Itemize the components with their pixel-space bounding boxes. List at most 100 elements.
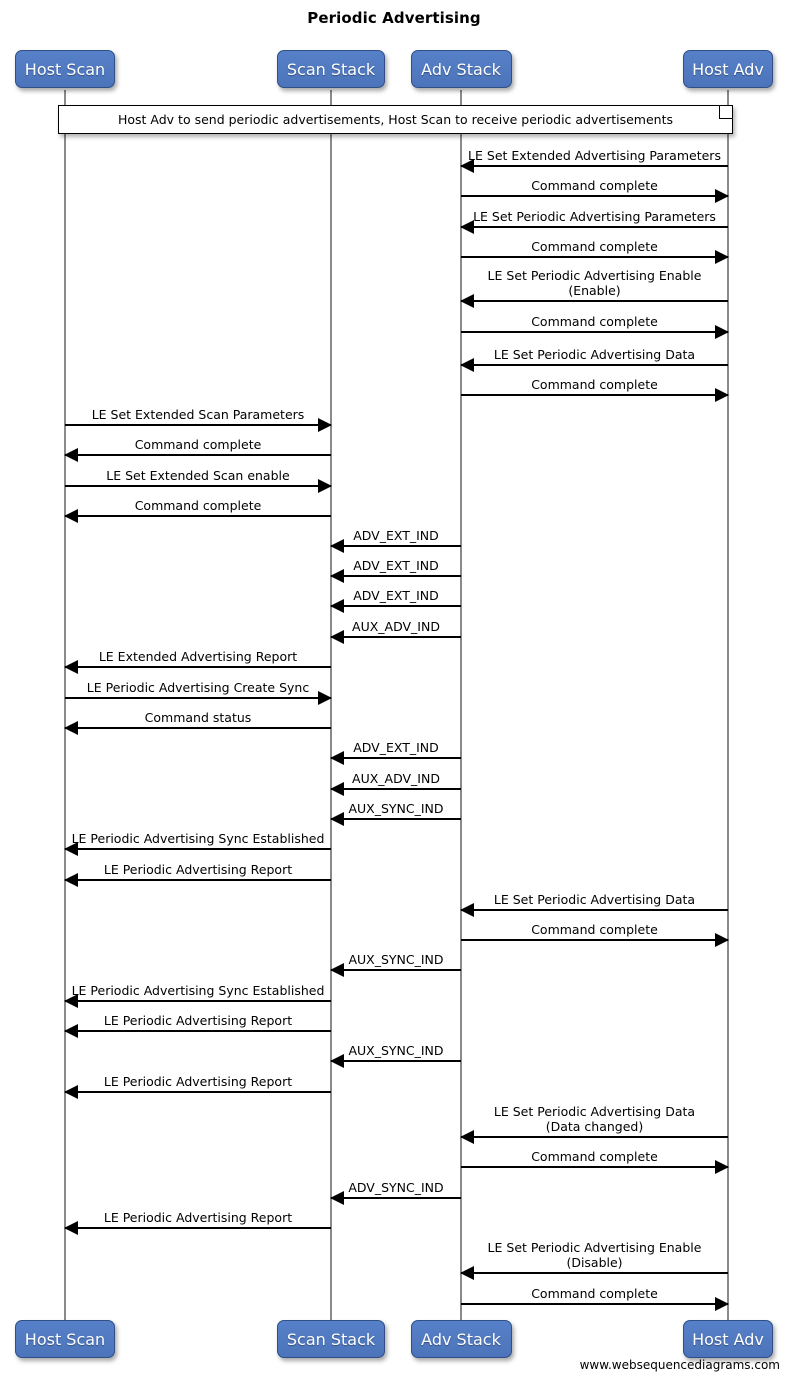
message-arrow: LE Set Periodic Advertising Data (Data c… xyxy=(460,1104,728,1144)
message-arrow: Command status xyxy=(64,710,331,735)
message-line xyxy=(331,969,461,971)
message-arrow: AUX_SYNC_IND xyxy=(330,952,461,977)
message-line xyxy=(65,515,331,517)
message-label: LE Periodic Advertising Report xyxy=(103,1013,293,1028)
message-line xyxy=(461,165,728,167)
message-arrow: AUX_SYNC_IND xyxy=(330,801,461,826)
arrowhead-right-icon xyxy=(715,1160,729,1174)
message-arrow: LE Extended Advertising Report xyxy=(64,649,331,674)
message-line xyxy=(65,1227,331,1229)
message-arrow: LE Set Periodic Advertising Parameters xyxy=(460,209,728,234)
message-label: Command complete xyxy=(531,922,658,937)
participant-host-adv-bottom[interactable]: Host Adv xyxy=(683,1320,773,1358)
arrowhead-right-icon xyxy=(715,325,729,339)
message-label: AUX_SYNC_IND xyxy=(348,801,444,816)
arrowhead-left-icon xyxy=(64,873,78,887)
message-label: ADV_SYNC_IND xyxy=(348,1180,444,1195)
participant-host-scan-bottom[interactable]: Host Scan xyxy=(15,1320,115,1358)
message-label: LE Set Extended Advertising Parameters xyxy=(468,148,721,163)
message-arrow: ADV_EXT_IND xyxy=(330,588,461,613)
message-line xyxy=(461,394,728,396)
message-arrow: LE Set Periodic Advertising Data xyxy=(460,347,728,372)
message-line xyxy=(461,909,728,911)
arrowhead-left-icon xyxy=(64,448,78,462)
lifeline-scan-stack xyxy=(330,90,332,1320)
message-label: Command complete xyxy=(531,1286,658,1301)
arrowhead-left-icon xyxy=(460,358,474,372)
message-line xyxy=(461,1136,728,1138)
message-label: LE Set Periodic Advertising Data xyxy=(493,892,696,907)
arrowhead-left-icon xyxy=(460,159,474,173)
message-label: Command complete xyxy=(134,437,262,452)
message-line xyxy=(65,666,331,668)
message-line xyxy=(461,195,728,197)
message-line xyxy=(65,1091,331,1093)
participant-label: Adv Stack xyxy=(421,59,501,79)
participant-label: Host Scan xyxy=(24,1329,106,1349)
arrowhead-left-icon xyxy=(330,782,344,796)
message-line xyxy=(461,939,728,941)
arrowhead-right-icon xyxy=(715,250,729,264)
message-label: AUX_ADV_IND xyxy=(352,771,440,786)
lifeline-host-adv xyxy=(727,90,729,1320)
arrowhead-left-icon xyxy=(64,660,78,674)
message-arrow: LE Set Periodic Advertising Data xyxy=(460,892,728,917)
message-arrow: LE Set Extended Advertising Parameters xyxy=(460,148,728,173)
message-arrow: LE Periodic Advertising Report xyxy=(64,1013,331,1038)
arrowhead-left-icon xyxy=(330,963,344,977)
arrowhead-left-icon xyxy=(460,1130,474,1144)
arrowhead-right-icon xyxy=(318,479,332,493)
arrowhead-left-icon xyxy=(64,994,78,1008)
arrowhead-left-icon xyxy=(330,599,344,613)
participant-adv-stack-bottom[interactable]: Adv Stack xyxy=(410,1320,512,1358)
lifeline-adv-stack xyxy=(460,90,462,1320)
message-arrow: LE Periodic Advertising Report xyxy=(64,862,331,887)
participant-scan-stack-bottom[interactable]: Scan Stack xyxy=(277,1320,385,1358)
participant-adv-stack-top[interactable]: Adv Stack xyxy=(410,50,512,88)
message-arrow: Command complete xyxy=(461,377,729,402)
message-label: LE Periodic Advertising Report xyxy=(103,1210,293,1225)
message-arrow: Command complete xyxy=(461,922,729,947)
participant-host-adv-top[interactable]: Host Adv xyxy=(683,50,773,88)
arrowhead-left-icon xyxy=(330,630,344,644)
arrowhead-right-icon xyxy=(715,388,729,402)
message-arrow: ADV_EXT_IND xyxy=(330,740,461,765)
participant-label: Scan Stack xyxy=(286,59,376,79)
message-line xyxy=(461,331,728,333)
message-line xyxy=(461,1166,728,1168)
message-label: ADV_EXT_IND xyxy=(353,588,439,603)
message-label: LE Set Periodic Advertising Data xyxy=(493,347,696,362)
participant-host-scan-top[interactable]: Host Scan xyxy=(15,50,115,88)
message-line xyxy=(331,575,461,577)
message-arrow: Command complete xyxy=(64,437,331,462)
message-line xyxy=(65,485,331,487)
message-label: ADV_EXT_IND xyxy=(353,558,439,573)
message-line xyxy=(65,727,331,729)
message-line xyxy=(65,697,331,699)
arrowhead-left-icon xyxy=(330,569,344,583)
arrowhead-left-icon xyxy=(330,539,344,553)
message-line xyxy=(461,300,728,302)
message-label: LE Periodic Advertising Create Sync xyxy=(86,680,310,695)
message-arrow: AUX_ADV_IND xyxy=(330,619,461,644)
message-label: Command status xyxy=(144,710,252,725)
message-line xyxy=(331,545,461,547)
note-fold-corner-icon xyxy=(719,105,733,119)
message-label: AUX_SYNC_IND xyxy=(348,952,444,967)
message-label: ADV_EXT_IND xyxy=(353,740,439,755)
message-label: LE Set Periodic Advertising Parameters xyxy=(473,209,716,224)
participant-label: Host Adv xyxy=(692,1329,764,1349)
message-arrow: ADV_SYNC_IND xyxy=(330,1180,461,1205)
participant-scan-stack-top[interactable]: Scan Stack xyxy=(277,50,385,88)
message-arrow: LE Periodic Advertising Report xyxy=(64,1210,331,1235)
message-line xyxy=(331,1060,461,1062)
message-arrow: Command complete xyxy=(461,239,729,264)
message-arrow: LE Periodic Advertising Sync Established xyxy=(64,983,331,1008)
arrowhead-left-icon xyxy=(64,1221,78,1235)
message-line xyxy=(331,605,461,607)
message-line xyxy=(331,757,461,759)
arrowhead-left-icon xyxy=(64,721,78,735)
message-label: AUX_SYNC_IND xyxy=(348,1043,444,1058)
message-label: Command complete xyxy=(531,239,658,254)
